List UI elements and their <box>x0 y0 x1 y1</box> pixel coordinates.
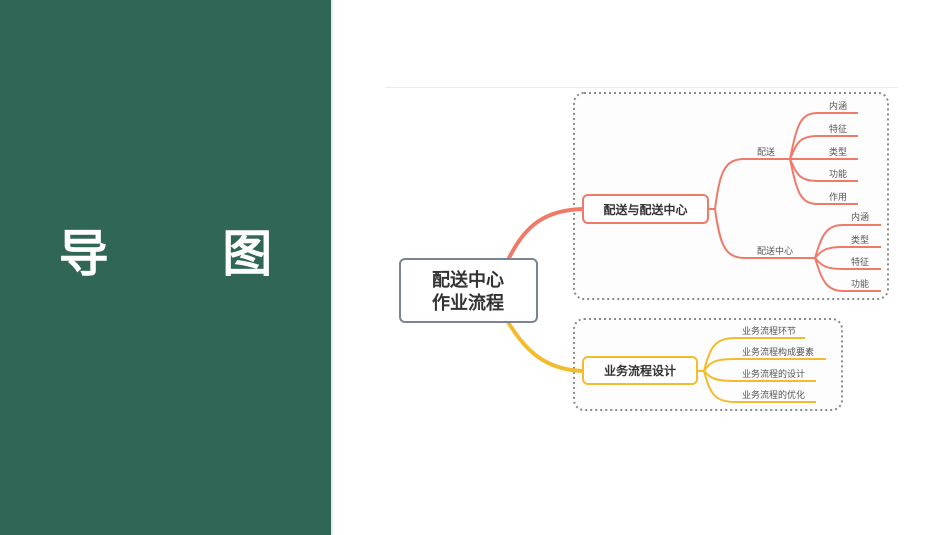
leaf-label: 作用 <box>829 191 847 203</box>
yellow-branch-lines <box>697 337 826 403</box>
topic-node-business-process: 业务流程设计 <box>582 356 698 385</box>
connector-central-to-process <box>506 320 585 373</box>
group-frame-business-process <box>573 318 843 411</box>
top-divider-line <box>385 87 898 88</box>
subtopic-label-distribution: 配送 <box>757 146 775 158</box>
panel-divider <box>331 0 333 535</box>
leaf-label: 业务流程环节 <box>742 325 796 337</box>
leaf-label: 业务流程的设计 <box>742 368 805 380</box>
leaf-label: 功能 <box>851 278 869 290</box>
central-node-line1: 配送中心 <box>432 269 504 291</box>
leaf-label: 类型 <box>851 234 869 246</box>
red-branch-lines <box>708 112 881 292</box>
central-node: 配送中心 作业流程 <box>399 258 538 323</box>
leaf-label: 业务流程构成要素 <box>742 346 814 358</box>
topic-node-distribution: 配送与配送中心 <box>582 194 709 224</box>
left-title-panel: 导 图 <box>0 0 331 535</box>
leaf-label: 类型 <box>829 146 847 158</box>
leaf-label: 业务流程的优化 <box>742 389 805 401</box>
leaf-label: 特征 <box>851 256 869 268</box>
slide-title: 导 图 <box>58 225 321 283</box>
leaf-label: 功能 <box>829 168 847 180</box>
leaf-label: 特征 <box>829 123 847 135</box>
subtopic-label-distribution-center: 配送中心 <box>757 245 793 257</box>
group-frame-distribution <box>573 92 889 300</box>
central-node-line2: 作业流程 <box>432 292 504 314</box>
topic-label-distribution: 配送与配送中心 <box>603 202 687 217</box>
connector-central-to-distribution <box>506 207 585 262</box>
topic-label-business-process: 业务流程设计 <box>604 363 676 378</box>
leaf-label: 内涵 <box>829 100 847 112</box>
leaf-label: 内涵 <box>851 211 869 223</box>
